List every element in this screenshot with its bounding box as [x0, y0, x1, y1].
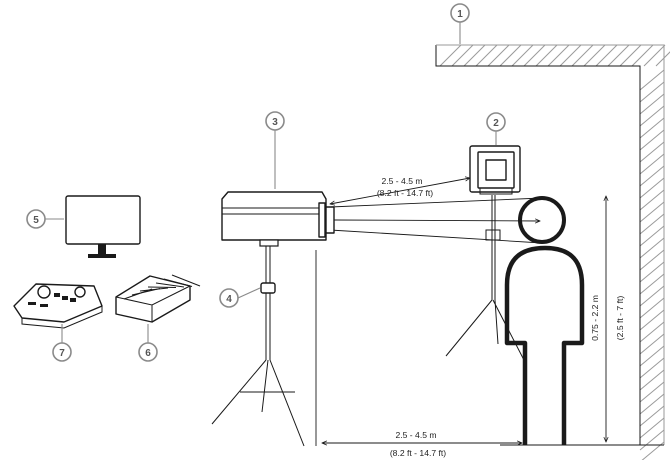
- hatch-line: [639, 237, 665, 259]
- callout-3: 3: [265, 111, 285, 189]
- hatch-line: [639, 381, 665, 403]
- callout-7-label: 7: [59, 348, 65, 359]
- hatch-line: [639, 297, 665, 319]
- hatch-line: [607, 44, 630, 67]
- dimension-target-distance-imperial: (8.2 ft - 14.7 ft): [377, 188, 433, 198]
- hatch-line: [535, 44, 558, 67]
- recorder-fin: [171, 274, 201, 287]
- hatch-line: [639, 309, 665, 331]
- callout-4: 4: [219, 287, 261, 308]
- callout-5-label: 5: [33, 215, 39, 226]
- hatch-line: [639, 81, 665, 103]
- hatch-line: [639, 369, 665, 391]
- hatch-line: [639, 285, 665, 307]
- callout-6: 6: [138, 324, 158, 362]
- dimension-height-metric: 0.75 - 2.2 m: [590, 295, 600, 341]
- hatch-line: [639, 177, 665, 199]
- hatch-line: [639, 153, 665, 175]
- hatch-line: [523, 44, 546, 67]
- dimension-target-distance: 2.5 - 4.5 m (8.2 ft - 14.7 ft): [330, 176, 470, 204]
- callout-1-label: 1: [457, 9, 463, 20]
- person-silhouette: [504, 196, 585, 445]
- wall-hatching: [439, 44, 670, 460]
- camera-field-of-view: [329, 197, 543, 244]
- recorder-fins: [123, 274, 201, 300]
- hatch-line: [643, 44, 666, 67]
- hatch-line: [639, 105, 665, 127]
- callout-5: 5: [26, 209, 64, 229]
- hatch-line: [639, 249, 665, 271]
- hatch-line: [511, 44, 534, 67]
- hatch-line: [463, 44, 486, 67]
- hatch-line: [639, 129, 665, 151]
- hatch-line: [595, 44, 618, 67]
- monitor: [65, 195, 141, 258]
- callout-3-label: 3: [272, 117, 278, 128]
- dimension-floor-distance-imperial: (8.2 ft - 14.7 ft): [390, 448, 446, 458]
- callout-1: 1: [450, 3, 470, 44]
- hatch-line: [639, 393, 665, 415]
- hatch-line: [619, 44, 642, 67]
- hatch-line: [639, 225, 665, 247]
- callout-2-label: 2: [493, 118, 499, 129]
- hatch-line: [639, 333, 665, 355]
- hatch-line: [487, 44, 510, 67]
- callout-2: 2: [486, 112, 506, 145]
- recorder-fin: [147, 286, 177, 288]
- hatch-line: [639, 357, 665, 379]
- hatch-line: [639, 201, 665, 223]
- video-recorder: [115, 274, 201, 323]
- dimension-floor-distance: 2.5 - 4.5 m (8.2 ft - 14.7 ft): [315, 250, 522, 458]
- hatch-line: [639, 93, 665, 115]
- recorder-fin: [155, 282, 185, 288]
- hatch-line: [639, 213, 665, 235]
- hatch-line: [639, 273, 665, 295]
- hatch-line: [451, 44, 474, 67]
- hatch-line: [547, 44, 570, 67]
- dimension-height-imperial: (2.5 ft - 7 ft): [615, 296, 625, 341]
- hatch-line: [639, 417, 665, 439]
- dimension-floor-distance-metric: 2.5 - 4.5 m: [395, 430, 436, 440]
- hatch-line: [571, 44, 594, 67]
- hatch-line: [655, 51, 670, 67]
- hatch-line: [639, 117, 665, 139]
- camera-stand: [211, 244, 305, 447]
- callout-6-label: 6: [145, 348, 151, 359]
- hatch-line: [639, 69, 665, 91]
- hatch-line: [631, 44, 654, 67]
- hatch-line: [559, 44, 582, 67]
- keyboard-controller: [13, 283, 103, 329]
- callout-7: 7: [52, 324, 72, 362]
- hatch-line: [639, 261, 665, 283]
- wall: [435, 44, 670, 460]
- hatch-line: [583, 44, 606, 67]
- dimension-height: 0.75 - 2.2 m (2.5 ft - 7 ft): [590, 196, 625, 442]
- hatch-line: [639, 405, 665, 427]
- callout-4-label: 4: [226, 294, 232, 305]
- camera: [221, 191, 335, 247]
- hatch-line: [639, 345, 665, 367]
- recorder-fin: [163, 278, 193, 287]
- hatch-line: [639, 165, 665, 187]
- hatch-line: [639, 141, 665, 163]
- hatch-line: [639, 321, 665, 343]
- hatch-line: [639, 429, 665, 451]
- hatch-line: [439, 44, 462, 67]
- recorder-fin: [139, 287, 169, 292]
- hatch-line: [499, 44, 522, 67]
- hatch-line: [639, 189, 665, 211]
- dimension-target-distance-metric: 2.5 - 4.5 m: [381, 176, 422, 186]
- target-board: [445, 145, 526, 363]
- hatch-line: [475, 44, 498, 67]
